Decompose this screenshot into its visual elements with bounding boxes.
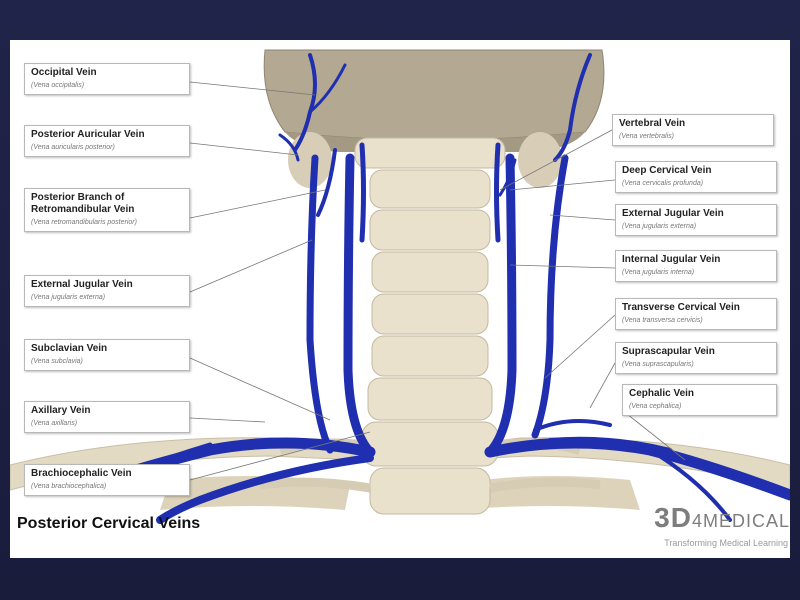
label-axillary-vein: Axillary Vein (Vena axillaris)	[24, 401, 190, 433]
vein-internal-jugular-right	[485, 153, 517, 457]
leader-deep-cervical	[509, 179, 616, 191]
c2	[369, 169, 491, 209]
label-name: External Jugular Vein	[31, 279, 133, 290]
label-name: Suprascapular Vein	[622, 346, 715, 357]
label-name: Vertebral Vein	[619, 118, 686, 129]
label-latin: (Vena brachiocephalica)	[31, 483, 107, 490]
logo-main: 3D	[654, 502, 692, 533]
t1	[361, 421, 499, 467]
label-latin: (Vena retromandibularis posterior)	[31, 219, 137, 226]
label-vertebral-vein: Vertebral Vein (Vena vertebralis)	[612, 114, 774, 146]
second-rib-left	[259, 477, 371, 493]
label-latin: (Vena suprascapularis)	[622, 361, 694, 368]
leader-posterior-auricular	[189, 142, 299, 156]
label-latin: (Vena jugularis externa)	[31, 294, 106, 301]
label-name: Brachiocephalic Vein	[31, 468, 132, 479]
label-name: Deep Cervical Vein	[622, 165, 712, 176]
brand-tagline: Transforming Medical Learning	[664, 538, 788, 548]
leader-brachiocephalic	[189, 431, 371, 481]
vein-transverse-cervical-right	[533, 419, 612, 432]
logo-number: 4	[691, 511, 703, 531]
left-mastoid	[288, 132, 332, 188]
slide-title: Posterior Cervical Veins	[17, 515, 201, 532]
label-internal-jugular-vein: Internal Jugular Vein (Vena jugularis in…	[615, 250, 777, 282]
label-retromandibular-vein: Posterior Branch of Retromandibular Vein…	[24, 188, 190, 232]
leader-retromandibular	[189, 189, 326, 219]
vein-brachiocephalic-left	[156, 454, 374, 524]
label-external-jugular-vein-left: External Jugular Vein (Vena jugularis ex…	[24, 275, 190, 307]
label-name: Subclavian Vein	[31, 343, 108, 354]
label-latin: (Vena cephalica)	[629, 403, 682, 410]
label-brachiocephalic-vein: Brachiocephalic Vein (Vena brachiocephal…	[24, 464, 190, 496]
label-posterior-auricular-vein: Posterior Auricular Vein (Vena auricular…	[24, 125, 190, 157]
label-name: External Jugular Vein	[622, 208, 724, 219]
second-rib-right	[489, 477, 601, 493]
c3	[369, 209, 491, 251]
vein-external-jugular-right	[531, 154, 569, 439]
label-latin: (Vena subclavia)	[31, 358, 83, 365]
label-name: Occipital Vein	[31, 67, 97, 78]
vein-occipital-branch-left	[308, 63, 347, 114]
c6	[371, 335, 489, 377]
label-suprascapular-vein: Suprascapular Vein (Vena suprascapularis…	[615, 342, 777, 374]
label-latin: (Vena auricularis posterior)	[31, 144, 115, 151]
vein-retromandibular-left	[316, 148, 337, 217]
label-latin: (Vena occipitalis)	[31, 82, 85, 89]
label-latin: (Vena jugularis interna)	[622, 269, 695, 276]
leader-axillary	[189, 417, 266, 423]
leader-subclavian	[189, 357, 331, 421]
label-latin: (Vena axillaris)	[31, 420, 78, 427]
label-name: Cephalic Vein	[629, 388, 695, 399]
vein-occipital-right	[553, 53, 592, 162]
label-subclavian-vein: Subclavian Vein (Vena subclavia)	[24, 339, 190, 371]
vein-vertebral-left	[359, 142, 366, 243]
c5	[371, 293, 489, 335]
leader-suprascapular	[589, 362, 616, 409]
label-name: Posterior Auricular Vein	[31, 129, 145, 140]
label-occipital-vein: Occipital Vein (Vena occipitalis)	[24, 63, 190, 95]
vein-internal-jugular-left	[343, 153, 375, 457]
label-latin: (Vena transversa cervicis)	[622, 317, 703, 324]
label-external-jugular-vein-right: External Jugular Vein (Vena jugularis ex…	[615, 204, 777, 236]
label-deep-cervical-vein: Deep Cervical Vein (Vena cervicalis prof…	[615, 161, 777, 193]
c7	[367, 377, 493, 421]
label-name: Transverse Cervical Vein	[622, 302, 740, 313]
t2	[369, 467, 491, 515]
logo-text: 3D4MEDICAL	[630, 503, 790, 536]
leader-transverse-cervical	[544, 314, 616, 379]
leader-cephalic	[621, 409, 686, 461]
label-latin: (Vena cervicalis profunda)	[622, 180, 704, 187]
leader-external-jugular-right	[549, 214, 616, 221]
label-cephalic-vein: Cephalic Vein (Vena cephalica)	[622, 384, 777, 416]
vein-cephalic-right	[648, 448, 732, 522]
label-name: Axillary Vein	[31, 405, 91, 416]
label-name: Posterior Branch of Retromandibular Vein	[31, 192, 135, 215]
vein-vertebral-right	[494, 142, 501, 243]
leader-vertebral	[499, 129, 613, 191]
atlas	[354, 137, 506, 169]
logo-rest: MEDICAL	[702, 511, 790, 531]
vein-external-jugular-left	[306, 154, 334, 454]
label-name: Internal Jugular Vein	[622, 254, 721, 265]
label-transverse-cervical-vein: Transverse Cervical Vein (Vena transvers…	[615, 298, 777, 330]
slide: Occipital Vein (Vena occipitalis) Poster…	[10, 40, 790, 558]
leader-occipital	[189, 81, 316, 96]
anatomy-illustration	[10, 49, 790, 524]
label-latin: (Vena vertebralis)	[619, 133, 674, 140]
right-mastoid	[518, 132, 562, 188]
leader-internal-jugular	[509, 264, 616, 269]
label-latin: (Vena jugularis externa)	[622, 223, 697, 230]
leader-external-jugular-left	[189, 239, 313, 293]
brand-logo: 3D4MEDICAL Transforming Medical Learning	[630, 503, 790, 549]
c4	[371, 251, 489, 293]
vein-auricular-left	[278, 133, 300, 162]
